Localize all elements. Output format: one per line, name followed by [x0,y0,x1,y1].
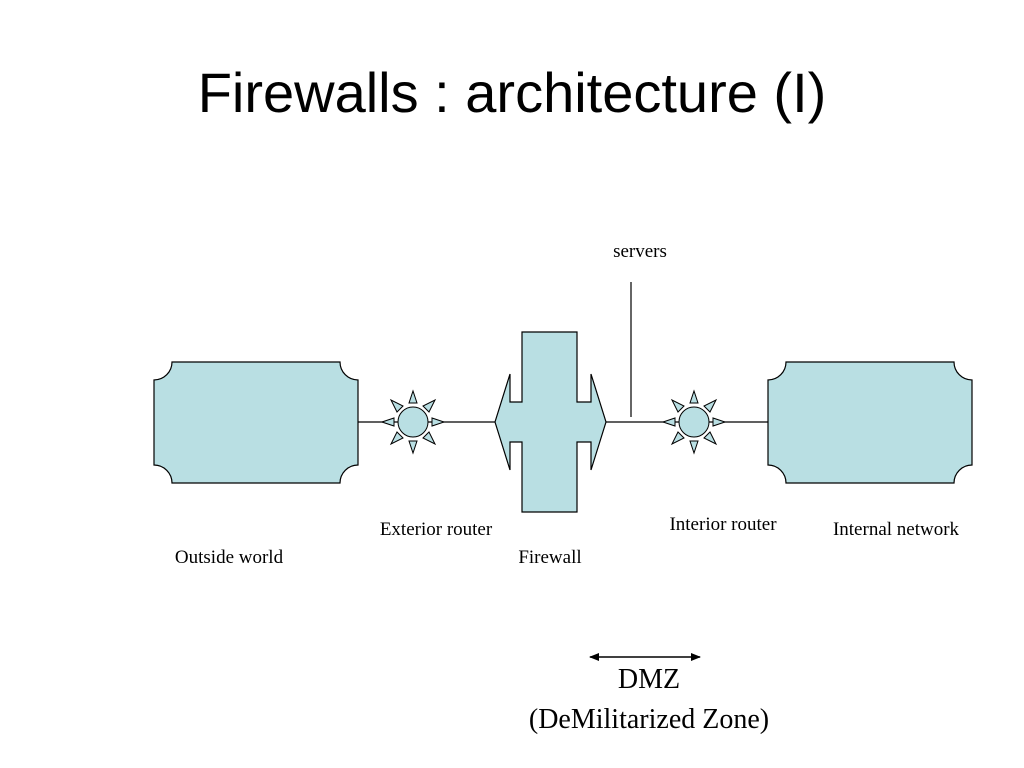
outside-world-label: Outside world [175,547,284,568]
interior-router-label: Interior router [669,514,777,535]
dmz-label: DMZ [618,664,680,695]
internal-network-label: Internal network [833,519,960,540]
internal-network-icon [767,361,973,484]
exterior-router-label: Exterior router [380,519,493,540]
servers-label: servers [613,241,667,262]
exterior-router-icon [380,389,446,455]
dmz-full-label: (DeMilitarized Zone) [529,704,769,735]
outside-world-network-icon [153,361,359,484]
firewall-icon [494,331,607,513]
firewall-label: Firewall [518,547,581,568]
interior-router-icon [661,389,727,455]
slide-title: Firewalls : architecture (I) [197,61,827,124]
